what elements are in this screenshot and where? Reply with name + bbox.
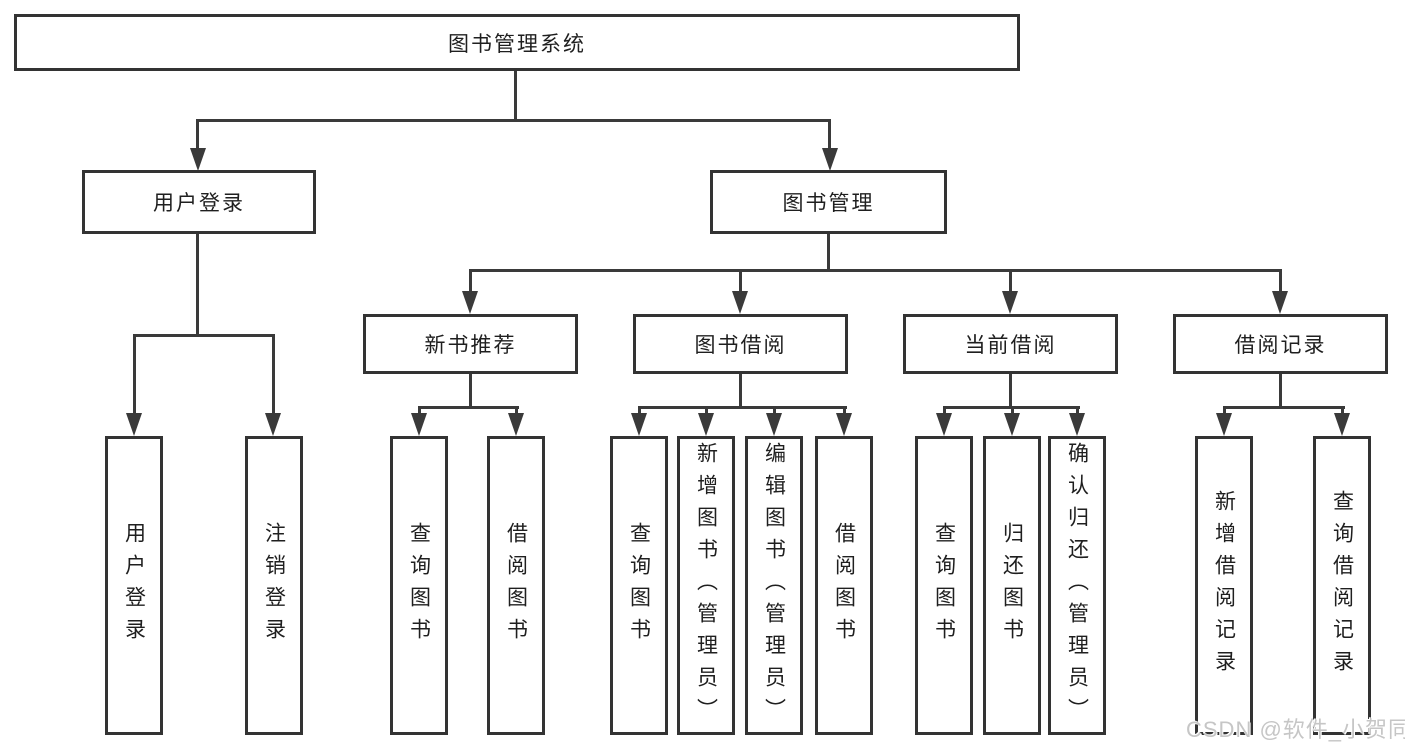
connector-mgmt-child4 xyxy=(1279,271,1282,291)
arrowhead-down-icon xyxy=(265,413,281,436)
node-label: 借阅图书 xyxy=(832,521,856,650)
arrowhead-down-icon xyxy=(836,413,852,436)
node-label: 查询图书 xyxy=(932,521,956,650)
arrowhead-down-icon xyxy=(936,413,952,436)
arrowhead-down-icon xyxy=(822,148,838,171)
connector-g1-split xyxy=(418,406,519,409)
node-label: 用户登录 xyxy=(153,192,245,215)
node-leaf-user-login: 用户登录 xyxy=(105,436,163,735)
node-label: 注销登录 xyxy=(262,521,286,650)
arrowhead-down-icon xyxy=(1004,413,1020,436)
node-label: 新增图书（管理员） xyxy=(694,441,718,730)
connector-g2-child4 xyxy=(843,408,846,414)
connector-login-split xyxy=(133,334,275,337)
node-label: 查询图书 xyxy=(627,521,651,650)
arrowhead-down-icon xyxy=(631,413,647,436)
connector-g2-split xyxy=(638,406,847,409)
node-label: 确认归还（管理员） xyxy=(1065,441,1089,730)
node-book-borrowing: 图书借阅 xyxy=(633,314,848,374)
arrowhead-down-icon xyxy=(766,413,782,436)
node-leaf-logout: 注销登录 xyxy=(245,436,303,735)
node-label: 图书借阅 xyxy=(694,334,787,357)
connector-g4-split xyxy=(1223,406,1345,409)
connector-g1-stub xyxy=(469,374,472,409)
node-leaf-add-books-admin: 新增图书（管理员） xyxy=(677,436,735,735)
arrowhead-down-icon xyxy=(732,291,748,314)
node-leaf-query-books-3: 查询图书 xyxy=(915,436,973,735)
csdn-watermark: CSDN @软件_小贺同学 xyxy=(1186,717,1405,742)
node-root-library-system: 图书管理系统 xyxy=(14,14,1020,71)
arrowhead-down-icon xyxy=(462,291,478,314)
node-current-borrowing: 当前借阅 xyxy=(903,314,1118,374)
connector-g3-stub xyxy=(1009,374,1012,409)
connector-root-stub xyxy=(514,71,517,121)
connector-root-to-mgmt xyxy=(828,121,831,149)
node-label: 查询借阅记录 xyxy=(1330,489,1354,682)
node-borrowing-records: 借阅记录 xyxy=(1173,314,1388,374)
connector-root-to-login xyxy=(196,121,199,149)
arrowhead-down-icon xyxy=(190,148,206,171)
node-label: 新书推荐 xyxy=(424,334,517,357)
arrowhead-down-icon xyxy=(698,413,714,436)
connector-g3-child3 xyxy=(1076,408,1079,414)
arrowhead-down-icon xyxy=(1272,291,1288,314)
node-leaf-edit-books-admin: 编辑图书（管理员） xyxy=(745,436,803,735)
node-label: 借阅记录 xyxy=(1234,334,1327,357)
connector-g4-child1 xyxy=(1223,408,1226,414)
connector-g2-child3 xyxy=(773,408,776,414)
node-label: 用户登录 xyxy=(122,521,146,650)
node-leaf-query-books-1: 查询图书 xyxy=(390,436,448,735)
node-label: 归还图书 xyxy=(1000,521,1024,650)
arrowhead-down-icon xyxy=(1002,291,1018,314)
connector-g3-child1 xyxy=(943,408,946,414)
node-leaf-confirm-return-admin: 确认归还（管理员） xyxy=(1048,436,1106,735)
connector-g3-split xyxy=(943,406,1080,409)
arrowhead-down-icon xyxy=(1334,413,1350,436)
node-leaf-query-borrow-record: 查询借阅记录 xyxy=(1313,436,1371,735)
arrowhead-down-icon xyxy=(411,413,427,436)
node-label: 图书管理系统 xyxy=(448,32,586,56)
node-leaf-borrow-books-1: 借阅图书 xyxy=(487,436,545,735)
connector-mgmt-stub xyxy=(827,234,830,271)
node-leaf-query-books-2: 查询图书 xyxy=(610,436,668,735)
connector-g4-child2 xyxy=(1341,408,1344,414)
connector-g4-stub xyxy=(1279,374,1282,409)
arrowhead-down-icon xyxy=(1069,413,1085,436)
connector-g2-child1 xyxy=(638,408,641,414)
node-label: 当前借阅 xyxy=(964,334,1057,357)
connector-login-stub xyxy=(196,234,199,335)
node-label: 编辑图书（管理员） xyxy=(762,441,786,730)
node-leaf-add-borrow-record: 新增借阅记录 xyxy=(1195,436,1253,735)
node-user-login: 用户登录 xyxy=(82,170,316,234)
connector-g3-child2 xyxy=(1011,408,1014,414)
arrowhead-down-icon xyxy=(126,413,142,436)
arrowhead-down-icon xyxy=(508,413,524,436)
connector-login-child2 xyxy=(272,336,275,413)
connector-root-split xyxy=(196,119,831,122)
connector-login-child1 xyxy=(133,336,136,413)
node-leaf-return-books: 归还图书 xyxy=(983,436,1041,735)
connector-mgmt-child3 xyxy=(1009,271,1012,291)
arrowhead-down-icon xyxy=(1216,413,1232,436)
connector-mgmt-split xyxy=(469,269,1282,272)
node-label: 新增借阅记录 xyxy=(1212,489,1236,682)
node-new-book-recommend: 新书推荐 xyxy=(363,314,578,374)
node-label: 查询图书 xyxy=(407,521,431,650)
connector-mgmt-child2 xyxy=(739,271,742,291)
node-label: 图书管理 xyxy=(782,192,875,215)
connector-g2-stub xyxy=(739,374,742,409)
connector-g1-child1 xyxy=(418,408,421,414)
connector-g1-child2 xyxy=(515,408,518,414)
connector-mgmt-child1 xyxy=(469,271,472,291)
node-book-management: 图书管理 xyxy=(710,170,947,234)
connector-g2-child2 xyxy=(705,408,708,414)
node-label: 借阅图书 xyxy=(504,521,528,650)
node-leaf-borrow-books-2: 借阅图书 xyxy=(815,436,873,735)
